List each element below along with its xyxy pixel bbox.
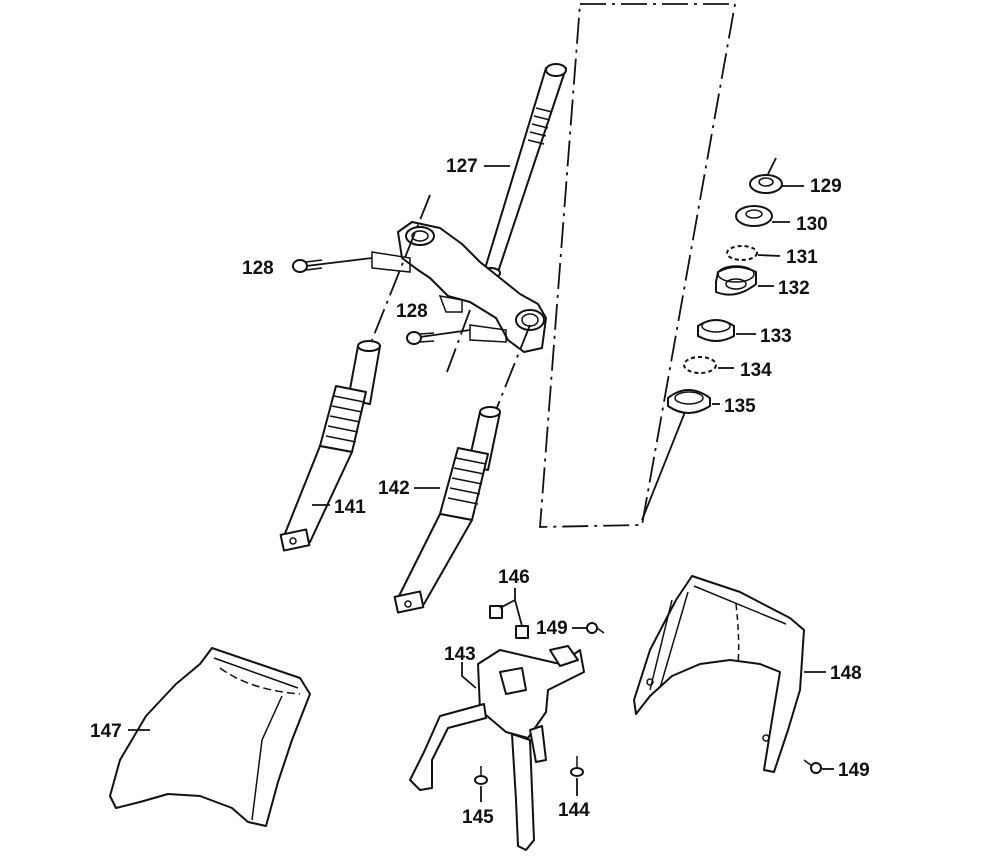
bearing-cone-lower bbox=[667, 389, 711, 414]
lock-nut bbox=[749, 174, 783, 194]
adjust-nut bbox=[735, 205, 773, 227]
fork-axis-left bbox=[371, 194, 431, 341]
label-130: 130 bbox=[796, 214, 828, 235]
bolt-128-lower bbox=[406, 329, 471, 345]
clip-nuts bbox=[489, 588, 529, 639]
bearing-cone-upper bbox=[697, 319, 735, 342]
bearing-axis-bottom bbox=[641, 411, 686, 521]
label-144: 144 bbox=[558, 800, 590, 821]
screw-144 bbox=[570, 756, 584, 796]
fender-bracket bbox=[409, 645, 585, 851]
bearing-cup-upper bbox=[715, 265, 757, 296]
fork-tube-right bbox=[393, 406, 501, 614]
bolt-128-upper bbox=[292, 257, 373, 273]
rear-fender bbox=[633, 575, 805, 773]
steering-stem bbox=[481, 63, 567, 279]
label-127: 127 bbox=[446, 156, 478, 177]
label-142: 142 bbox=[378, 478, 410, 499]
screw-149-upper bbox=[572, 622, 605, 634]
label-135: 135 bbox=[724, 396, 756, 417]
label-149-upper: 149 bbox=[536, 618, 568, 639]
label-128-upper: 128 bbox=[242, 258, 274, 279]
label-129: 129 bbox=[810, 176, 842, 197]
label-133: 133 bbox=[760, 326, 792, 347]
fork-axis-right bbox=[495, 324, 531, 411]
screw-149-lower bbox=[803, 759, 834, 774]
leader-lines bbox=[128, 165, 826, 731]
label-143: 143 bbox=[444, 644, 476, 665]
fork-tube-left bbox=[279, 340, 381, 552]
label-146: 146 bbox=[498, 567, 530, 588]
label-145: 145 bbox=[462, 807, 494, 828]
screw-145 bbox=[474, 766, 488, 802]
label-132: 132 bbox=[778, 278, 810, 299]
label-149-lower: 149 bbox=[838, 760, 870, 781]
assembly-outline bbox=[539, 3, 737, 528]
label-128-lower: 128 bbox=[396, 301, 428, 322]
label-147: 147 bbox=[90, 721, 122, 742]
yoke-axis bbox=[446, 309, 471, 373]
label-141: 141 bbox=[334, 497, 366, 518]
bearing-axis-top bbox=[767, 157, 777, 175]
label-131: 131 bbox=[786, 247, 818, 268]
label-148: 148 bbox=[830, 663, 862, 684]
front-fender bbox=[109, 647, 311, 827]
label-134: 134 bbox=[740, 360, 772, 381]
ball-race-upper bbox=[726, 245, 758, 261]
ball-race-lower bbox=[683, 356, 717, 374]
fork-yoke bbox=[371, 221, 547, 353]
